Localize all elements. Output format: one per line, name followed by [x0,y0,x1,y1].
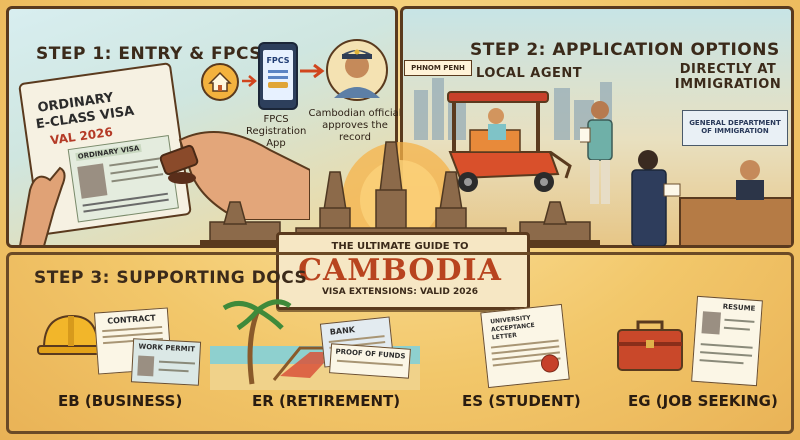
step2-heading: STEP 2: APPLICATION OPTIONS [470,40,780,60]
title-top: THE ULTIMATE GUIDE TO [331,241,469,252]
title-banner: THE ULTIMATE GUIDE TO CAMBODIA VISA EXTE… [276,232,530,310]
stamp-icon [160,131,310,220]
step3-heading: STEP 3: SUPPORTING DOCS [34,268,308,288]
title-main: CAMBODIA [298,253,502,288]
tuktuk [447,91,572,192]
step3-panel [6,252,794,434]
immigration-office-sign: GENERAL DEPARTMENT OF IMMIGRATION [682,110,788,146]
fpcs-app-caption: FPCS Registration App [246,114,307,149]
arrow-right-icon [242,75,257,87]
official-caption: Cambodian official approves the record [308,108,402,143]
phone-screen-label: FPCS [266,56,290,65]
fpcs-phone: FPCS [258,42,298,110]
eg-caption: EG (JOB SEEKING) [628,392,778,410]
official-portrait [326,39,388,101]
direct-immigration-label: DIRECTLY AT IMMIGRATION [674,62,782,92]
resume-doc: RESUME [691,295,763,387]
hard-hat-icon [37,314,105,355]
ordinary-visa-tag: ORDINARY VISA [75,143,142,162]
proof-of-funds-doc: PROOF OF FUNDS [329,343,411,379]
local-agent-person [580,101,613,204]
local-agent-label: LOCAL AGENT [476,66,583,81]
er-caption: ER (RETIREMENT) [252,392,401,410]
step1-heading: STEP 1: ENTRY & FPCS [36,44,263,64]
immigration-counter [631,150,792,246]
arrow-right-icon [300,64,325,78]
hand-holding-passport [18,166,66,246]
title-bottom: VISA EXTENSIONS: VALID 2026 [321,287,479,297]
university-acceptance-letter: UNIVERSITY ACCEPTANCE LETTER [480,303,570,389]
home-icon [201,63,239,101]
phnom-penh-sign: PHNOM PENH [404,60,472,76]
eb-caption: EB (BUSINESS) [58,392,183,410]
es-caption: ES (STUDENT) [462,392,581,410]
toolbox-icon [617,320,683,371]
work-permit-doc: WORK PERMIT [130,338,202,386]
